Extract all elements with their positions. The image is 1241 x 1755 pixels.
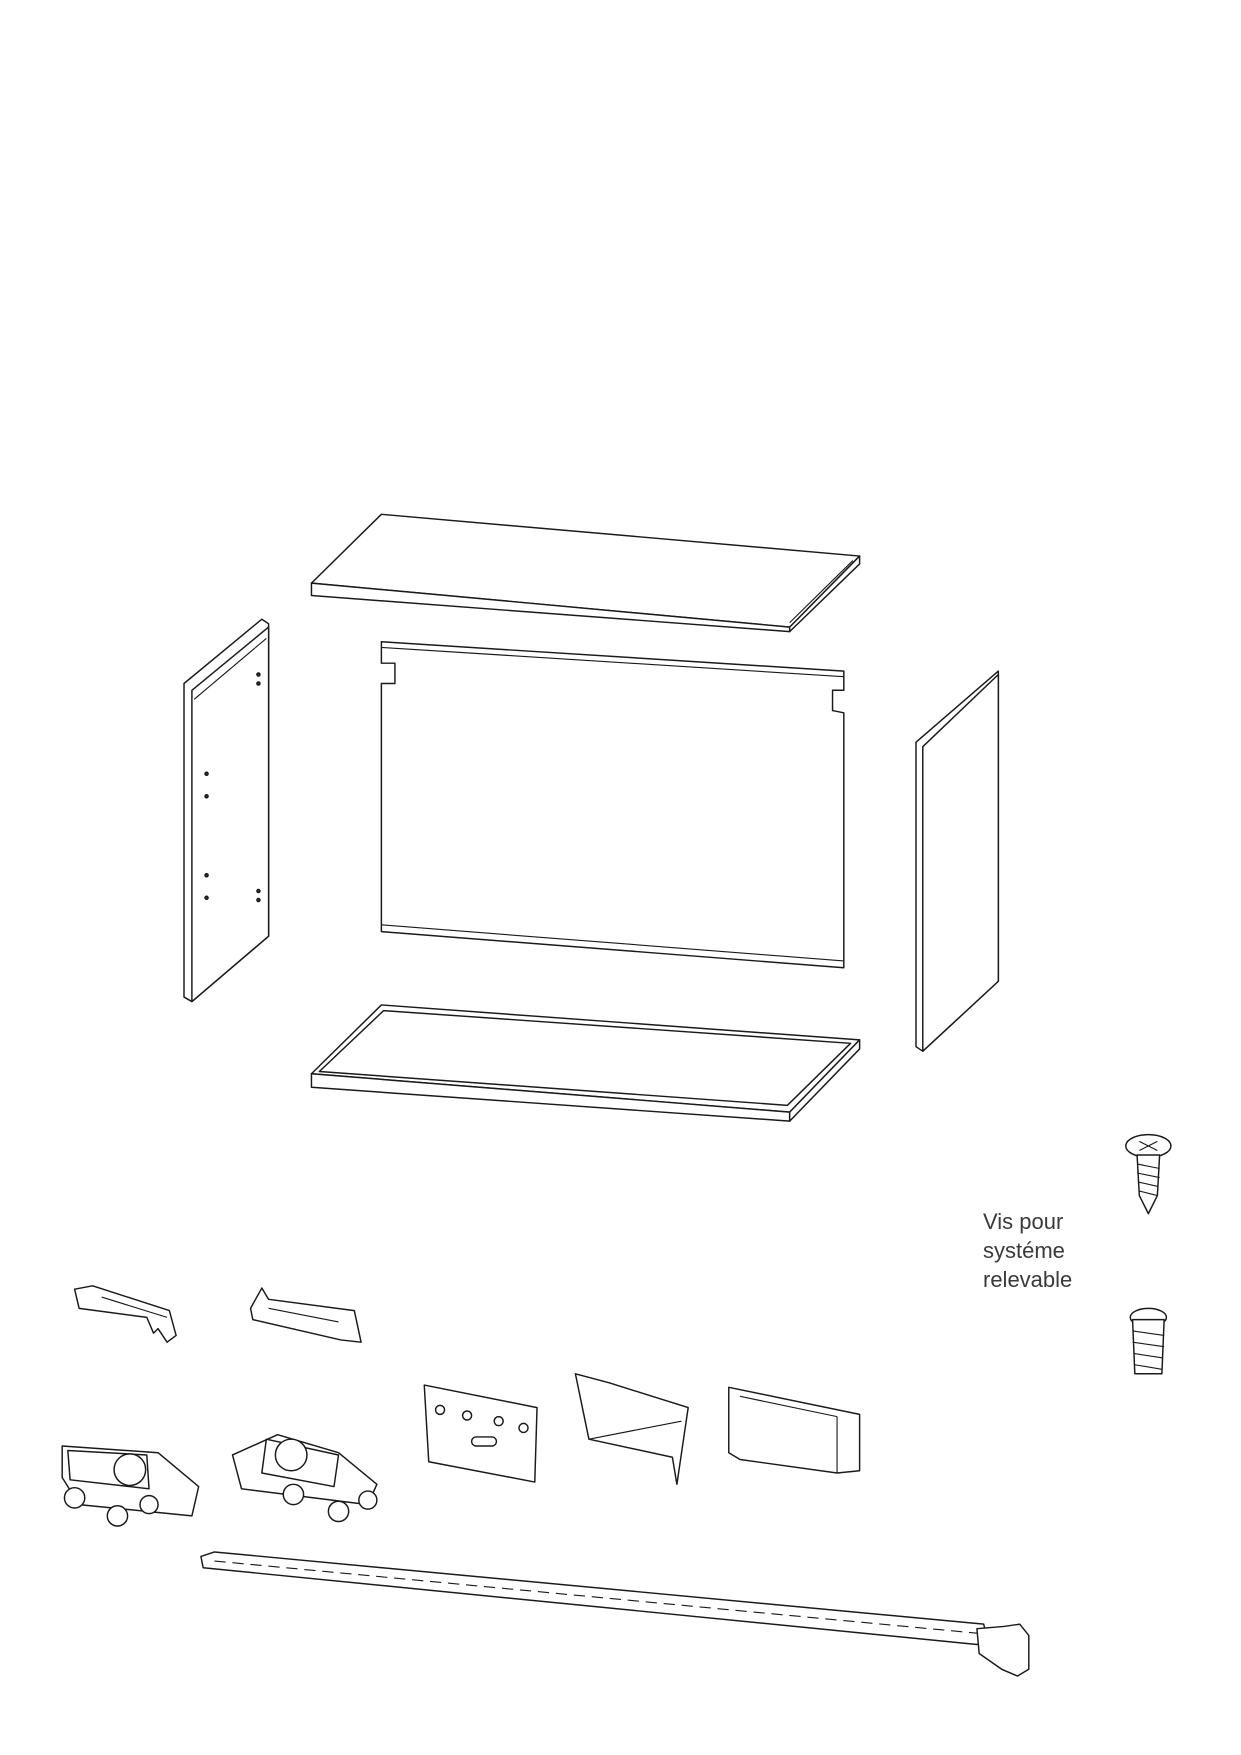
- guide-plate: [423, 1384, 538, 1483]
- screw-label-line-2: systéme: [983, 1238, 1065, 1263]
- back-panel: [380, 641, 845, 969]
- end-cap-right: [728, 1386, 861, 1474]
- rail-bar: [200, 1551, 1030, 1677]
- clip-bracket-left: [73, 1285, 177, 1343]
- screw-label-line-1: Vis pour: [983, 1209, 1064, 1234]
- top-panel: [310, 513, 861, 633]
- right-side-panel: [915, 670, 1000, 1052]
- screw-label: Vis pour systéme relevable: [983, 1207, 1072, 1294]
- cam-dowel: [1129, 1307, 1168, 1375]
- screw-countersunk: [1125, 1133, 1172, 1215]
- clip-bracket-right: [249, 1287, 362, 1343]
- roller-carriage-left: [61, 1445, 200, 1527]
- roller-carriage-right: [231, 1433, 378, 1523]
- screw-label-line-3: relevable: [983, 1267, 1073, 1292]
- end-cap-left: [574, 1373, 689, 1486]
- bottom-panel: [310, 1004, 861, 1122]
- left-side-panel: [183, 618, 270, 1003]
